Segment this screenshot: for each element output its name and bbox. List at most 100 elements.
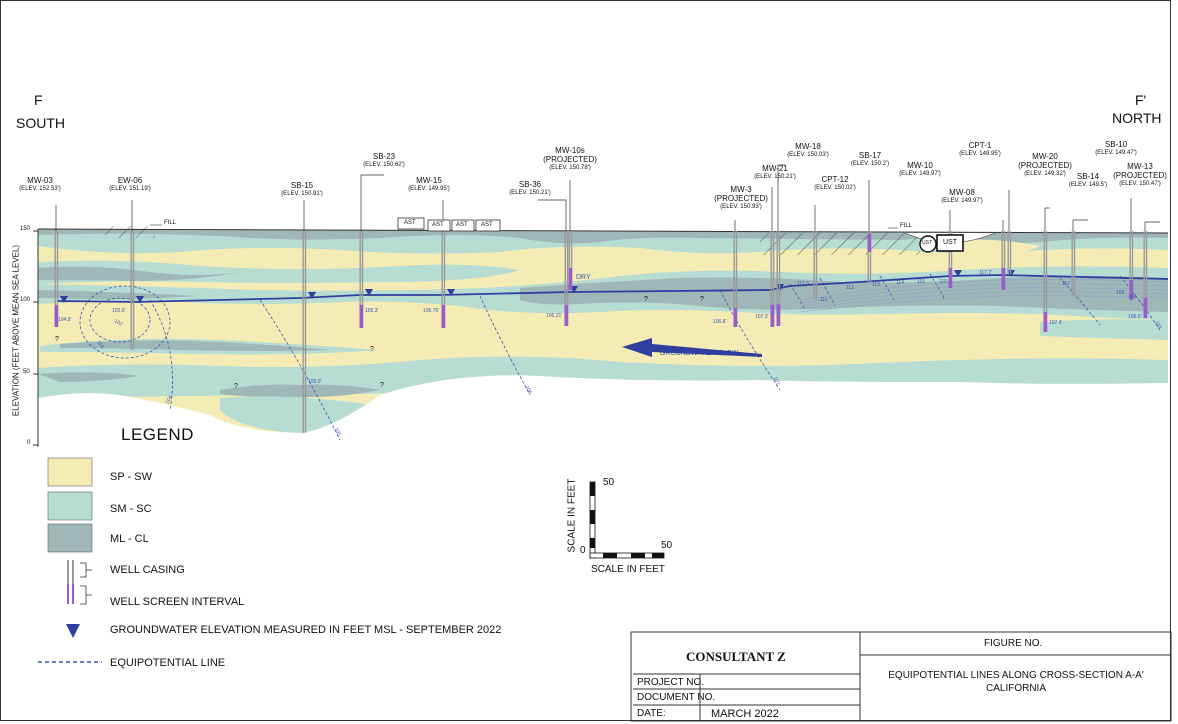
well-casing-mw10 [950, 231, 953, 288]
ust-circle [919, 235, 937, 253]
well-screen-mw21 [770, 305, 775, 327]
well-gw-value-sb15: 105.0' [308, 379, 322, 385]
well-screen-sb36 [564, 305, 569, 326]
ast-group [397, 217, 501, 232]
scale-zero: 0 [580, 545, 586, 556]
well-columns [54, 164, 1160, 433]
equipotential-103 [79, 285, 171, 359]
ast-label-3: AST [456, 222, 468, 228]
well-casing-mw18 [776, 231, 778, 326]
equipotential-label-111: 111 [820, 297, 828, 303]
well-casing-sb23 [361, 231, 364, 328]
legend-groundwater-triangle [66, 624, 80, 638]
groundwater-triangle-mw15 [447, 289, 455, 296]
well-leader-sb36 [538, 199, 567, 231]
equipotential-label-108: 108 [1128, 294, 1137, 300]
section-direction-right: NORTH [1112, 110, 1162, 126]
well-screen-sb23 [359, 305, 364, 328]
equipotential-label-109: 109 [1116, 290, 1125, 296]
well-elevation-sb23: (ELEV. 150.62') [363, 162, 405, 168]
ast-label-4: AST [481, 222, 493, 228]
well-screen-sb10 [1129, 280, 1134, 300]
well-casing-mw21 [770, 231, 772, 327]
equipotential-label-113: 113 [872, 282, 880, 288]
well-casing-mw20 [1043, 231, 1045, 332]
ust-label-circle: UST [922, 240, 932, 246]
unknown-mark: ? [370, 346, 374, 353]
well-elevation-mw13: (ELEV. 150.47') [1119, 181, 1161, 187]
well-gw-value-mw18: 111.3 [797, 281, 809, 287]
well-elevation-cpt12: (ELEV. 150.02') [814, 185, 856, 191]
equipotential-104 [149, 299, 173, 411]
well-casing-cpt1 [1007, 231, 1009, 274]
section-letter-left: F [34, 92, 43, 108]
groundwater-flow-arrow [622, 338, 762, 357]
well-gw-value-mw08: 117.7' [979, 270, 993, 276]
scale-horizontal-label: SCALE IN FEET [591, 564, 665, 575]
fill-label-left: FILL [164, 220, 177, 226]
well-casing-ew06 [132, 231, 135, 350]
ground-surface [37, 228, 1169, 234]
well-name-sb15: SB-15 [290, 181, 314, 190]
legend-well-symbol [67, 560, 92, 605]
well-elevation-mw15: (ELEV. 149.95') [408, 186, 450, 192]
well-elevation-sb14: (ELEV. 149.5') [1068, 182, 1108, 188]
well-elevation-ew06: (ELEV. 151.19') [109, 186, 151, 192]
legend-label-equipotential: EQUIPOTENTIAL LINE [110, 657, 226, 669]
well-gw-value-sb10: 106.0' [1128, 314, 1142, 320]
sm-sc-lens-right [1040, 319, 1168, 340]
sp-sw-lens-right [950, 239, 1040, 260]
well-casing-mw18 [778, 231, 781, 326]
y-axis-label: ELEVATION (FEET ABOVE MEAN SEA LEVEL) [11, 244, 21, 417]
legend-label-well-casing: WELL CASING [110, 564, 185, 576]
well-screen-mw08 [1001, 268, 1006, 290]
well-casing-ew06 [130, 231, 132, 350]
y-tick-label-150: 150 [20, 226, 31, 232]
unknown-mark: ? [644, 296, 648, 303]
well-casing-sb17 [869, 231, 872, 283]
well-gw-value-mw20: 107.6' [1049, 320, 1063, 326]
legend-label-groundwater: GROUNDWATER ELEVATION MEASURED IN FEET M… [110, 624, 502, 636]
elevation-axis [33, 229, 39, 447]
section-letter-right: F' [1135, 92, 1147, 108]
well-name-sb36: SB-36 [518, 180, 542, 189]
ast-label-1: AST [404, 220, 416, 226]
equipotential-107 [719, 289, 781, 391]
ml-cl-lens-left [38, 290, 200, 300]
company-name: CONSULTANT Z [686, 649, 786, 664]
well-name-mw10s: MW-10s [555, 146, 585, 155]
legend-label-sp-sw: SP - SW [110, 471, 152, 483]
well-casing-mw03 [54, 231, 56, 327]
equipotential-label-117: 117 [1062, 281, 1070, 287]
scale-horizontal-max: 50 [661, 540, 673, 551]
well-gw-value-sb36: 106.21' [546, 313, 563, 319]
well-elevation-mw21: (ELEV. 150.21') [754, 174, 796, 180]
legend-label-well-screen: WELL SCREEN INTERVAL [110, 596, 245, 608]
well-leader-sb14 [1072, 219, 1088, 231]
well-casing-mw15 [443, 231, 446, 328]
geology-layers [38, 229, 1168, 433]
ml-cl-deep-lens [220, 384, 380, 398]
ml-cl-lens-lower [60, 340, 330, 351]
well-leader-mw20 [1044, 207, 1050, 231]
well-gw-value-mw3: 106.8' [713, 319, 727, 325]
scale-bar [589, 481, 665, 559]
unknown-mark: ? [700, 296, 704, 303]
well-elevation-mw10: (ELEV. 149.97') [899, 171, 941, 177]
equipotential-label-114: 114 [896, 280, 904, 286]
ast-box-3 [451, 219, 475, 232]
well-casing-mw20 [1045, 231, 1048, 332]
well-casing-mw13 [1143, 231, 1145, 318]
unknown-mark: ? [234, 383, 238, 390]
well-gw-value-mw21: 107.3' [755, 314, 769, 320]
well-elevation-mw10s: (ELEV. 150.78') [549, 165, 591, 171]
y-tick-label-0: 0 [27, 440, 31, 446]
well-casing-cpt12 [815, 231, 818, 300]
well-casing-mw10 [948, 231, 950, 288]
ast-box-4 [475, 219, 501, 232]
ml-cl-lower-lens [38, 372, 140, 382]
legend-label-sm-sc: SM - SC [110, 503, 152, 515]
title-block-frame [630, 631, 1172, 722]
figure-no-label: FIGURE NO. [984, 638, 1043, 649]
